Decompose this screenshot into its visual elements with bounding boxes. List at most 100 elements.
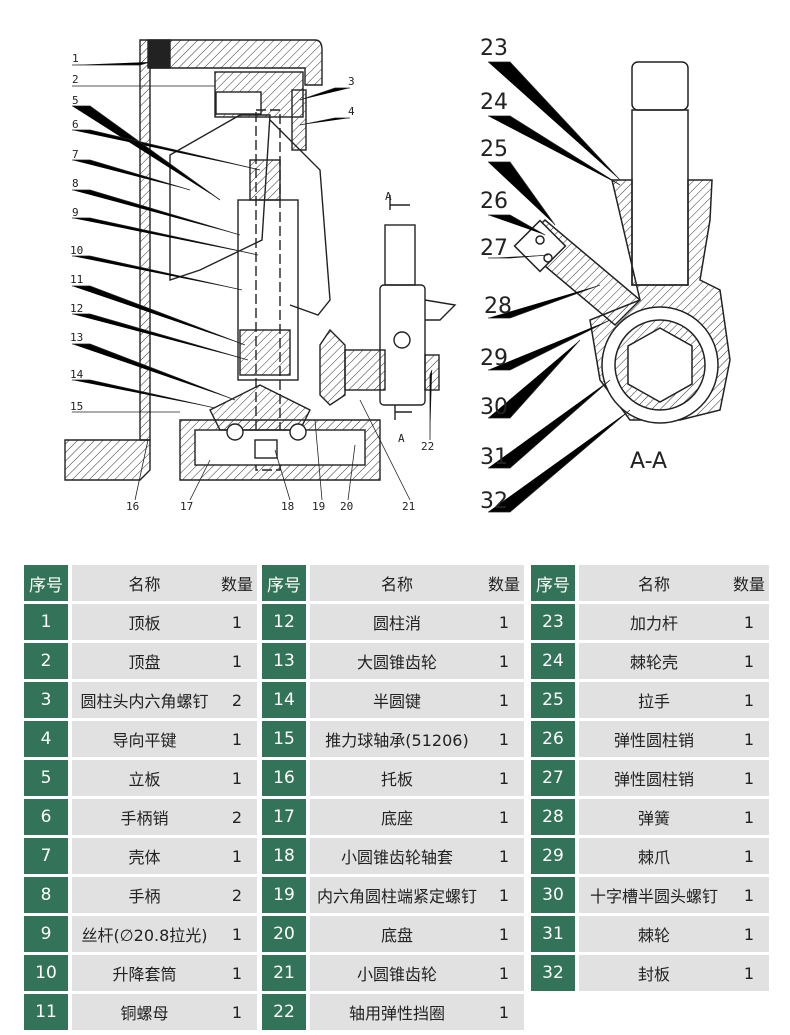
callout-6: 6 — [72, 118, 79, 131]
part-qty: 2 — [231, 690, 243, 710]
part-qty: 1 — [498, 846, 510, 866]
part-qty: 1 — [498, 1002, 510, 1022]
part-name: 大圆锥齿轮 — [356, 653, 437, 672]
part-name: 底盘 — [380, 926, 413, 945]
part-qty: 2 — [231, 885, 243, 905]
table-row: 31 棘轮 1 — [531, 916, 769, 952]
callout-29: 29 — [480, 346, 508, 371]
callout-23: 23 — [480, 36, 508, 61]
part-qty: 1 — [743, 885, 755, 905]
part-qty: 1 — [743, 690, 755, 710]
table-row: 3 圆柱头内六角螺钉 2 — [24, 682, 257, 718]
part-name: 封板 — [637, 965, 670, 984]
part-name: 弹性圆柱销 — [613, 770, 694, 789]
part-number: 5 — [24, 760, 68, 796]
callout-20: 20 — [340, 500, 353, 513]
callout-27: 27 — [480, 236, 508, 261]
callout-7: 7 — [72, 148, 79, 161]
part-qty: 1 — [743, 807, 755, 827]
part-labels: 1 2 3 4 5 6 7 8 9 10 11 12 13 14 15 16 1… — [70, 36, 667, 514]
callout-19: 19 — [312, 500, 325, 513]
part-name: 底座 — [380, 809, 413, 828]
callout-5: 5 — [72, 94, 79, 107]
header-qty: 数量 — [732, 575, 765, 594]
part-number: 6 — [24, 799, 68, 835]
part-name: 铜螺母 — [120, 1004, 169, 1023]
part-number: 14 — [262, 682, 306, 718]
part-qty: 1 — [231, 963, 243, 983]
header-name: 名称 — [637, 575, 670, 594]
section-view — [513, 61, 731, 424]
part-qty: 1 — [231, 651, 243, 671]
part-name: 内六角圆柱端紧定螺钉 — [316, 887, 477, 906]
part-qty: 1 — [231, 924, 243, 944]
section-title: A-A — [630, 449, 667, 474]
part-name: 立板 — [128, 770, 161, 789]
part-number: 25 — [531, 682, 575, 718]
table-header: 序号名称数量 — [24, 565, 257, 601]
table-row: 29 棘爪 1 — [531, 838, 769, 874]
header-no: 序号 — [531, 565, 575, 601]
part-number: 29 — [531, 838, 575, 874]
part-qty: 1 — [498, 612, 510, 632]
part-number: 20 — [262, 916, 306, 952]
callout-2: 2 — [72, 73, 79, 86]
callout-11: 11 — [70, 273, 83, 286]
part-number: 15 — [262, 721, 306, 757]
part-qty: 1 — [743, 846, 755, 866]
part-name: 弹性圆柱销 — [613, 731, 694, 750]
callout-26: 26 — [480, 189, 508, 214]
callout-13: 13 — [70, 331, 83, 344]
part-number: 30 — [531, 877, 575, 913]
part-number: 2 — [24, 643, 68, 679]
callout-14: 14 — [70, 368, 84, 381]
part-name: 导向平键 — [112, 731, 177, 750]
callout-32: 32 — [480, 489, 508, 514]
part-number: 8 — [24, 877, 68, 913]
callout-4: 4 — [348, 105, 355, 118]
part-number: 31 — [531, 916, 575, 952]
section-mark-bottom: A — [398, 432, 405, 445]
part-name: 弹簧 — [637, 809, 670, 828]
header-qty: 数量 — [220, 575, 253, 594]
part-qty: 1 — [743, 924, 755, 944]
part-number: 23 — [531, 604, 575, 640]
part-qty: 1 — [498, 963, 510, 983]
part-name: 小圆锥齿轮轴套 — [340, 848, 453, 867]
part-number: 27 — [531, 760, 575, 796]
main-view — [64, 39, 457, 481]
part-number: 24 — [531, 643, 575, 679]
part-qty: 1 — [743, 768, 755, 788]
table-row: 27 弹性圆柱销 1 — [531, 760, 769, 796]
part-name: 棘爪 — [637, 848, 670, 867]
part-qty: 1 — [498, 690, 510, 710]
part-number: 1 — [24, 604, 68, 640]
part-number: 3 — [24, 682, 68, 718]
part-number: 19 — [262, 877, 306, 913]
header-name: 名称 — [380, 575, 413, 594]
part-number: 26 — [531, 721, 575, 757]
part-name: 圆柱头内六角螺钉 — [80, 692, 209, 711]
callout-9: 9 — [72, 206, 79, 219]
part-qty: 1 — [231, 846, 243, 866]
part-name: 棘轮 — [637, 926, 670, 945]
part-name: 顶板 — [128, 614, 161, 633]
header-name: 名称 — [128, 575, 161, 594]
part-name: 托板 — [380, 770, 413, 789]
